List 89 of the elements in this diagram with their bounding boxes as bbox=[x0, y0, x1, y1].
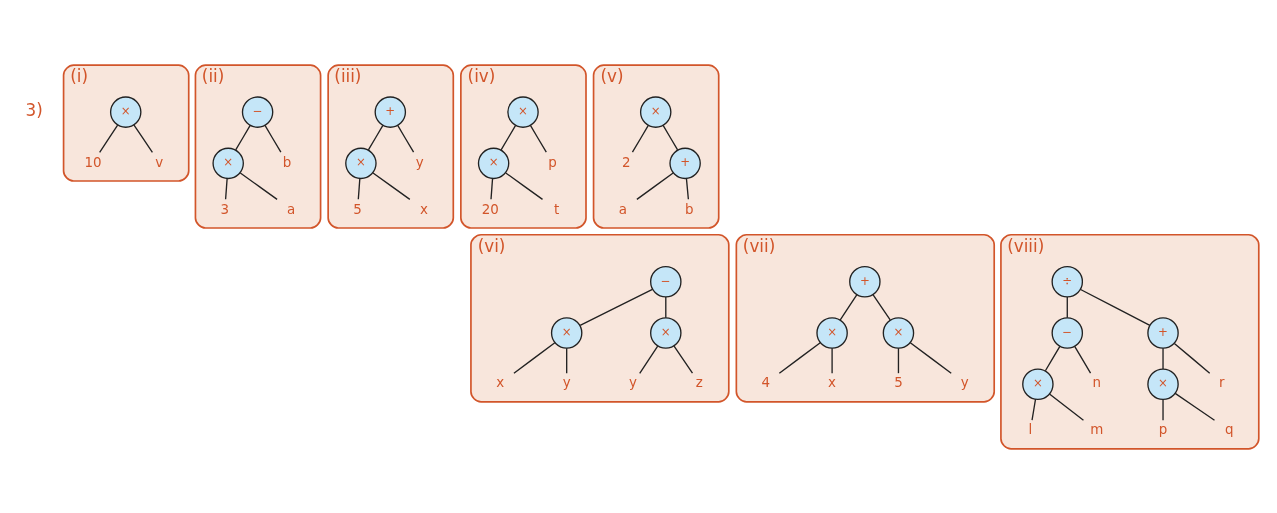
node-text: 10 bbox=[84, 154, 102, 170]
node-text: b bbox=[685, 201, 694, 217]
node-text: p bbox=[548, 154, 557, 170]
connector bbox=[636, 171, 674, 200]
node-text: r bbox=[1219, 374, 1225, 390]
node-text: z bbox=[695, 374, 703, 390]
connector bbox=[1173, 342, 1211, 374]
connector bbox=[239, 171, 278, 200]
connector bbox=[372, 171, 411, 200]
node-text: v bbox=[155, 154, 164, 170]
connector bbox=[566, 347, 568, 374]
node-text: 20 bbox=[481, 201, 499, 217]
node-text: x bbox=[496, 374, 505, 390]
connector bbox=[631, 124, 649, 153]
node-circle: + bbox=[849, 265, 881, 298]
connector bbox=[1074, 345, 1092, 374]
node-circle: + bbox=[1147, 316, 1179, 349]
node-circle: − bbox=[650, 265, 682, 298]
node-text: y bbox=[415, 154, 424, 170]
connector bbox=[673, 344, 694, 374]
connector bbox=[1162, 398, 1164, 421]
node-text: y bbox=[960, 374, 969, 390]
node-circle: + bbox=[374, 95, 407, 128]
connector bbox=[367, 124, 384, 150]
node-text: t bbox=[553, 201, 560, 217]
node-text: 4 bbox=[761, 374, 771, 390]
node-text: m bbox=[1090, 421, 1104, 437]
node-circle: − bbox=[1051, 316, 1084, 349]
connector bbox=[665, 295, 667, 318]
node-circle: × bbox=[1147, 367, 1179, 400]
connector bbox=[579, 288, 654, 326]
node-text: x bbox=[828, 374, 837, 390]
node-circle: ÷ bbox=[1051, 265, 1084, 298]
node-circle: × bbox=[109, 95, 142, 128]
node-circle: × bbox=[477, 147, 510, 179]
node-text: b bbox=[282, 154, 292, 170]
connector bbox=[397, 124, 415, 153]
connector bbox=[357, 177, 361, 200]
node-circle: × bbox=[550, 316, 583, 349]
node-circle: − bbox=[241, 95, 274, 128]
connector bbox=[1031, 398, 1037, 421]
connector bbox=[778, 341, 821, 374]
connector bbox=[831, 347, 833, 374]
connector bbox=[1079, 288, 1151, 326]
connector bbox=[639, 344, 659, 374]
connector bbox=[500, 124, 517, 150]
node-text: p bbox=[1158, 421, 1168, 437]
node-circle: × bbox=[650, 316, 682, 349]
connector bbox=[1044, 345, 1061, 371]
node-text: q bbox=[1225, 421, 1234, 437]
node-circle: × bbox=[345, 147, 377, 179]
label: 3) bbox=[25, 99, 43, 120]
connector bbox=[1174, 392, 1216, 421]
node-text: a bbox=[618, 201, 628, 217]
connector bbox=[264, 124, 282, 153]
connector bbox=[490, 177, 494, 200]
connector bbox=[133, 123, 154, 153]
node-circle: + bbox=[669, 147, 701, 179]
connector bbox=[909, 341, 952, 374]
node-text: 5 bbox=[353, 201, 362, 217]
connector bbox=[662, 124, 679, 150]
connector bbox=[872, 293, 891, 321]
connector bbox=[1066, 295, 1068, 318]
node-text: y bbox=[562, 374, 571, 390]
node-text: 5 bbox=[894, 374, 903, 390]
node-circle: × bbox=[507, 95, 539, 128]
connector bbox=[99, 124, 119, 153]
connector bbox=[839, 293, 858, 321]
connector bbox=[513, 341, 556, 374]
connector bbox=[897, 347, 900, 374]
node-circle: × bbox=[212, 147, 244, 179]
connector bbox=[505, 171, 544, 200]
connector bbox=[1048, 392, 1085, 421]
connector bbox=[224, 177, 228, 200]
node-circle: × bbox=[639, 95, 672, 128]
node-text: 2 bbox=[622, 154, 631, 170]
node-text: l bbox=[1028, 421, 1033, 437]
node-circle: × bbox=[1022, 367, 1054, 400]
connector bbox=[235, 124, 251, 150]
node-text: a bbox=[287, 201, 296, 217]
node-text: 3 bbox=[220, 201, 230, 217]
node-circle: × bbox=[816, 316, 848, 349]
node-text: y bbox=[629, 374, 638, 390]
connector bbox=[1162, 347, 1164, 370]
node-text: n bbox=[1092, 374, 1101, 390]
node-text: x bbox=[419, 201, 428, 217]
connector bbox=[685, 177, 690, 200]
node-circle: × bbox=[882, 316, 915, 349]
connector bbox=[529, 124, 547, 153]
